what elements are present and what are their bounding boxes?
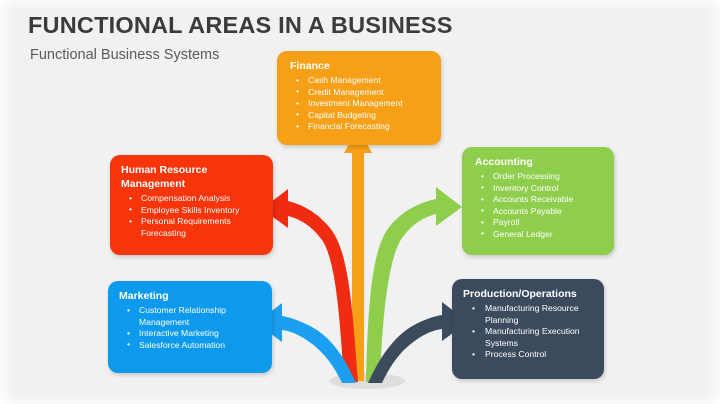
list-item: Investment Management bbox=[288, 98, 431, 110]
list-item: Order Processing bbox=[473, 171, 604, 183]
node-items-marketing: Customer Relationship Management Interac… bbox=[119, 304, 262, 352]
list-item: Compensation Analysis bbox=[121, 193, 263, 205]
arrow-human-resource-management bbox=[262, 189, 358, 382]
list-item: Process Control bbox=[463, 349, 594, 361]
list-item: Credit Management bbox=[288, 86, 431, 99]
arrow-accounting bbox=[366, 187, 462, 382]
node-card-human-resource-management[interactable]: Human Resource Management Compensation A… bbox=[110, 155, 273, 255]
list-item: Payroll bbox=[473, 217, 604, 229]
node-items-finance: Cash Management Credit Management Invest… bbox=[288, 75, 431, 133]
node-items-production-operations: Manufacturing Resource Planning Manufact… bbox=[463, 302, 594, 361]
node-card-finance[interactable]: Finance Cash Management Credit Managemen… bbox=[277, 51, 441, 145]
list-item: Inventory Control bbox=[473, 182, 604, 195]
node-title-finance: Finance bbox=[290, 60, 330, 72]
list-item: Financial Forecasting bbox=[288, 121, 431, 133]
list-item: Manufacturing Execution Systems bbox=[463, 326, 594, 349]
node-items-accounting: Order Processing Inventory Control Accou… bbox=[473, 171, 604, 241]
node-title-human-resource-management: Human Resource Management bbox=[121, 164, 208, 190]
list-item: Employee Skills Inventory bbox=[121, 204, 263, 217]
node-items-human-resource-management: Compensation Analysis Employee Skills In… bbox=[121, 193, 263, 239]
node-card-production-operations[interactable]: Production/Operations Manufacturing Reso… bbox=[452, 279, 604, 379]
node-title-accounting: Accounting bbox=[475, 156, 533, 168]
list-item: General Ledger bbox=[473, 228, 604, 241]
node-title-marketing: Marketing bbox=[119, 290, 169, 302]
list-item: Accounts Payable bbox=[473, 205, 604, 218]
list-item: Personal Requirements Forecasting bbox=[121, 216, 263, 239]
list-item: Salesforce Automation bbox=[119, 339, 262, 352]
list-item: Accounts Receivable bbox=[473, 194, 604, 206]
node-card-accounting[interactable]: Accounting Order Processing Inventory Co… bbox=[462, 147, 614, 255]
page-subtitle: Functional Business Systems bbox=[30, 47, 220, 63]
list-item: Capital Budgeting bbox=[288, 109, 431, 122]
list-item: Interactive Marketing bbox=[119, 328, 262, 340]
arrow-finance bbox=[344, 142, 372, 381]
node-title-production-operations: Production/Operations bbox=[463, 288, 577, 300]
arrow-production-operations bbox=[368, 302, 468, 383]
page-title: FUNCTIONAL AREAS IN A BUSINESS bbox=[28, 12, 453, 38]
arrow-marketing bbox=[256, 303, 356, 383]
list-item: Manufacturing Resource Planning bbox=[463, 302, 594, 326]
node-card-marketing[interactable]: Marketing Customer Relationship Manageme… bbox=[108, 281, 272, 373]
list-item: Customer Relationship Management bbox=[119, 304, 262, 328]
list-item: Cash Management bbox=[288, 75, 431, 87]
